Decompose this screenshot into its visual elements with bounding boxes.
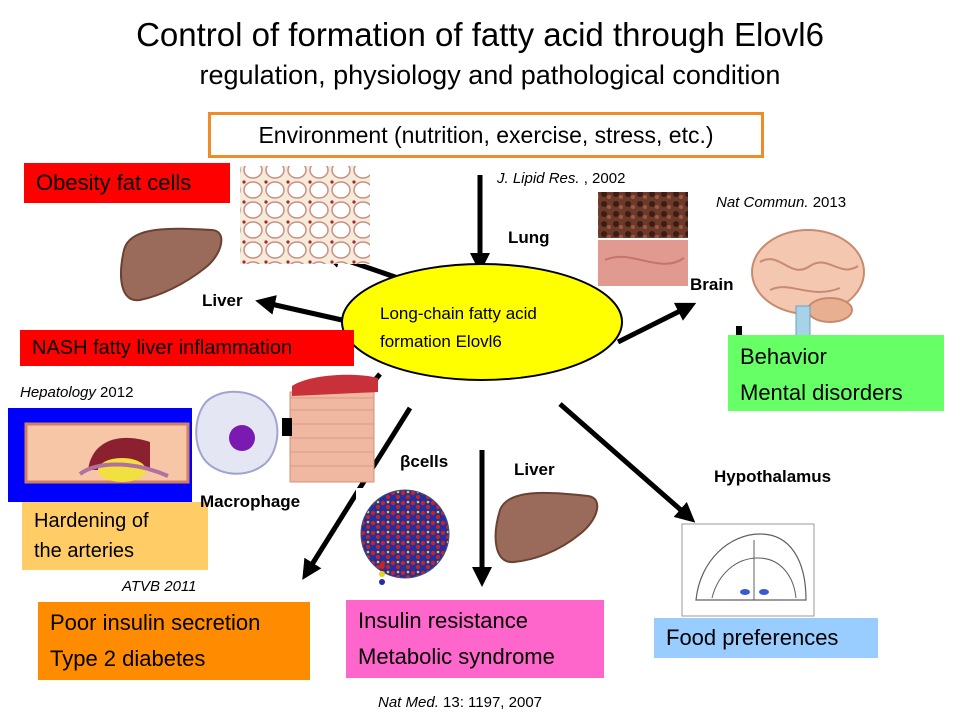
arrow-to-liver-top (255, 295, 343, 323)
insulin-resistance-box: Insulin resistance Metabolic syndrome (346, 600, 604, 678)
citation-natcommun: Nat Commun. 2013 (716, 194, 846, 211)
citation-natcommun-journal: Nat Commun. (716, 194, 809, 211)
macrophage-icon (195, 390, 279, 475)
insulin-resistance-line-1: Insulin resistance (358, 608, 528, 633)
fat-cells-image (240, 166, 370, 264)
citation-jlr-rest: , 2002 (579, 170, 626, 187)
center-line-1: Long-chain fatty acid (380, 304, 537, 323)
page-title: Control of formation of fatty acid throu… (136, 16, 824, 53)
obesity-box: Obesity fat cells (24, 163, 230, 203)
label-liver-top: Liver (202, 291, 243, 310)
citation-atvb: ATVB 2011 (122, 578, 197, 595)
brain-icon (751, 229, 865, 337)
citation-jlr-journal: J. Lipid Res. (497, 170, 580, 187)
hardening-box: Hardening of the arteries (22, 502, 208, 570)
hardening-line-1: Hardening of (34, 510, 149, 532)
food-preferences-box: Food preferences (654, 618, 878, 658)
label-brain: Brain (690, 275, 734, 294)
label-macrophage: Macrophage (200, 492, 301, 511)
citation-natmed: Nat Med. 13: 1197, 2007 (378, 694, 542, 711)
citation-hepatology-rest: 2012 (95, 384, 134, 401)
behavior-box: Behavior Mental disorders (728, 335, 944, 411)
insulin-secretion-line-1: Poor insulin secretion (50, 610, 261, 635)
islet-image (356, 488, 456, 588)
citation-jlr: J. Lipid Res. , 2002 (497, 170, 625, 187)
liver-bottom-icon (494, 491, 599, 564)
insulin-resistance-line-2: Metabolic syndrome (358, 644, 555, 669)
center-line-2: formation Elovl6 (380, 332, 502, 351)
insulin-secretion-box: Poor insulin secretion Type 2 diabetes (38, 602, 310, 680)
liver-top-icon (120, 227, 223, 302)
citation-natmed-rest: 13: 1197, 2007 (438, 694, 543, 711)
label-hypothalamus: Hypothalamus (714, 467, 832, 486)
hypothalamus-image (681, 523, 815, 617)
page-subtitle: regulation, physiology and pathological … (199, 60, 781, 90)
vessel-wall-image (289, 374, 378, 483)
citation-natmed-journal: Nat Med. (378, 694, 439, 711)
lung-image-1 (598, 192, 688, 238)
hardening-line-2: the arteries (34, 540, 135, 562)
arrow-to-brain (616, 302, 697, 345)
citation-natcommun-rest: 2013 (808, 194, 847, 211)
center-ellipse (341, 263, 623, 381)
center-text: Long-chain fatty acid formation Elovl6 (380, 300, 537, 356)
nash-box: NASH fatty liver inflammation (20, 330, 354, 366)
label-liver-bottom: Liver (514, 460, 555, 479)
behavior-line-2: Mental disorders (740, 380, 903, 405)
citation-hepatology-journal: Hepatology (20, 384, 96, 401)
insulin-secretion-line-2: Type 2 diabetes (50, 646, 206, 671)
behavior-line-1: Behavior (740, 344, 827, 369)
label-lung: Lung (508, 228, 550, 247)
environment-box: Environment (nutrition, exercise, stress… (208, 112, 764, 158)
label-beta-cells: βcells (400, 452, 449, 471)
arrow-to-hypothalamus (558, 402, 696, 523)
citation-hepatology: Hepatology 2012 (20, 384, 133, 401)
